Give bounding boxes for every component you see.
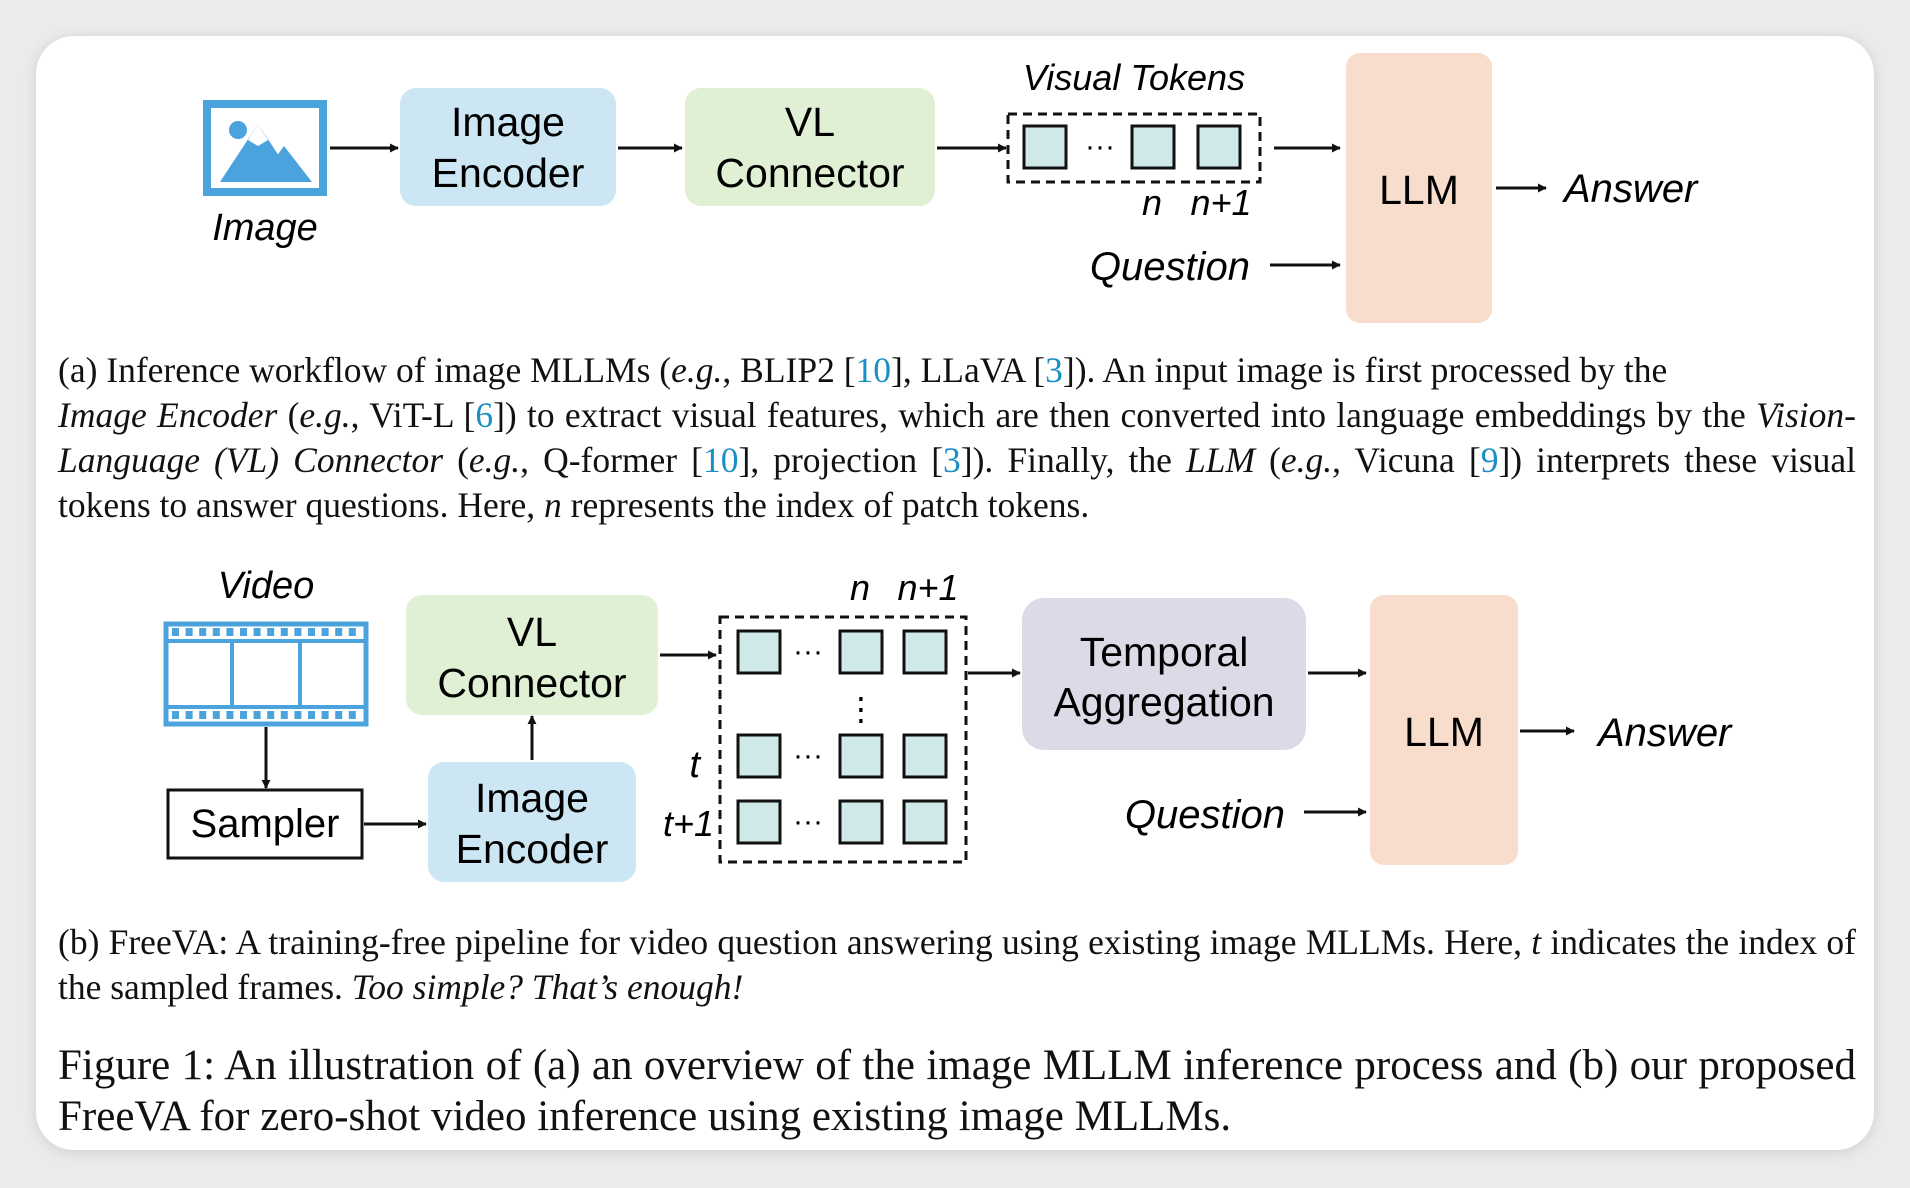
n1-label-b: n+1 — [897, 567, 958, 608]
token-n1 — [1196, 124, 1242, 170]
n-label-a: n — [1142, 182, 1162, 223]
citation-link[interactable]: 10 — [703, 440, 739, 480]
frame-token-grid: ··· ⋮ ··· ··· — [718, 615, 968, 864]
visual-tokens-label: Visual Tokens — [1023, 57, 1245, 98]
citation-link[interactable]: 3 — [943, 440, 961, 480]
film-sprocket-hole — [185, 628, 193, 636]
film-sprocket-hole — [348, 628, 356, 636]
film-sprocket-hole — [348, 711, 356, 719]
caption-a: (a) Inference workflow of image MLLMs (e… — [58, 350, 1857, 525]
grid-vdots: ⋮ — [845, 690, 877, 728]
answer-label-a: Answer — [1562, 167, 1699, 211]
film-sprocket-hole — [172, 628, 179, 636]
image-label: Image — [212, 207, 318, 249]
visual-tokens-group: ··· — [1006, 112, 1262, 184]
svg-text:Encoder: Encoder — [432, 150, 585, 196]
svg-text:Image: Image — [475, 775, 589, 821]
grid-token-r1-n — [838, 629, 884, 675]
image-icon — [203, 100, 327, 196]
film-sprocket-hole — [253, 711, 261, 719]
answer-label-b: Answer — [1596, 711, 1733, 755]
n1-label-a: n+1 — [1190, 182, 1251, 223]
question-label-b: Question — [1125, 793, 1285, 837]
grid-token-t1-c1 — [736, 799, 782, 845]
film-sprocket-hole — [226, 628, 234, 636]
token-n — [1130, 124, 1176, 170]
svg-text:LLM: LLM — [1404, 709, 1484, 755]
svg-text:VL: VL — [785, 99, 835, 145]
film-sprocket-hole — [294, 711, 302, 719]
svg-text:Aggregation: Aggregation — [1053, 679, 1274, 725]
token-ellipsis: ··· — [1085, 130, 1115, 163]
film-sprocket-hole — [267, 628, 275, 636]
grid-token-t1-n — [838, 799, 884, 845]
grid-ellipsis-r1: ··· — [793, 635, 823, 668]
grid-token-t-n1 — [902, 733, 948, 779]
llm-box-a: LLM — [1346, 53, 1492, 323]
citation-link[interactable]: 10 — [855, 350, 892, 390]
film-sprocket-hole — [308, 711, 315, 719]
citation-link[interactable]: 3 — [1045, 350, 1063, 390]
svg-text:Encoder: Encoder — [456, 826, 609, 872]
film-sprocket-hole — [280, 711, 288, 719]
n-label-b: n — [850, 567, 870, 608]
figure-card — [36, 36, 1874, 1150]
question-label-a: Question — [1090, 245, 1250, 289]
video-label: Video — [218, 565, 315, 607]
grid-ellipsis-t: ··· — [793, 739, 823, 772]
film-sprocket-hole — [280, 628, 288, 636]
svg-text:Sampler: Sampler — [191, 802, 340, 846]
citation-link[interactable]: 6 — [475, 395, 494, 435]
film-sprocket-hole — [240, 628, 247, 636]
image-encoder-box-b: Image Encoder — [428, 762, 636, 882]
t1-label: t+1 — [663, 803, 714, 844]
film-sprocket-hole — [294, 628, 302, 636]
citation-link[interactable]: 9 — [1480, 440, 1499, 480]
t-label: t — [689, 744, 701, 786]
vl-connector-box-b: VL Connector — [406, 595, 658, 715]
svg-text:VL: VL — [507, 609, 557, 655]
svg-text:Connector: Connector — [437, 660, 626, 706]
film-sprocket-hole — [226, 711, 234, 719]
film-sprocket-hole — [335, 711, 343, 719]
image-encoder-box-a: Image Encoder — [400, 88, 616, 206]
grid-token-t1-n1 — [902, 799, 948, 845]
svg-text:LLM: LLM — [1379, 167, 1459, 213]
grid-token-r1-n1 — [902, 629, 948, 675]
film-sprocket-hole — [267, 711, 275, 719]
svg-text:Temporal: Temporal — [1080, 629, 1249, 675]
svg-text:Connector: Connector — [715, 150, 904, 196]
film-sprocket-hole — [212, 628, 220, 636]
film-strip-icon — [163, 621, 369, 727]
grid-token-t-n — [838, 733, 884, 779]
film-sprocket-hole — [321, 711, 329, 719]
temporal-aggregation-box: Temporal Aggregation — [1022, 598, 1306, 750]
vl-connector-box-a: VL Connector — [685, 88, 935, 206]
film-sprocket-hole — [172, 711, 179, 719]
sampler-box: Sampler — [166, 788, 364, 860]
film-sprocket-hole — [199, 628, 207, 636]
film-sprocket-hole — [199, 711, 207, 719]
film-sprocket-hole — [308, 628, 315, 636]
svg-text:Image: Image — [451, 99, 565, 145]
grid-ellipsis-t1: ··· — [793, 805, 823, 838]
film-sprocket-hole — [185, 711, 193, 719]
film-sprocket-hole — [335, 628, 343, 636]
film-sprocket-hole — [321, 628, 329, 636]
llm-box-b: LLM — [1370, 595, 1518, 865]
film-sprocket-hole — [212, 711, 220, 719]
caption-b: (b) FreeVA: A training-free pipeline for… — [58, 922, 1856, 1007]
figure-caption: Figure 1: An illustration of (a) an over… — [58, 1042, 1856, 1140]
grid-token-t-c1 — [736, 733, 782, 779]
film-sprocket-hole — [253, 628, 261, 636]
film-sprocket-hole — [240, 711, 247, 719]
token-1 — [1022, 124, 1068, 170]
grid-token-r1-c1 — [736, 629, 782, 675]
